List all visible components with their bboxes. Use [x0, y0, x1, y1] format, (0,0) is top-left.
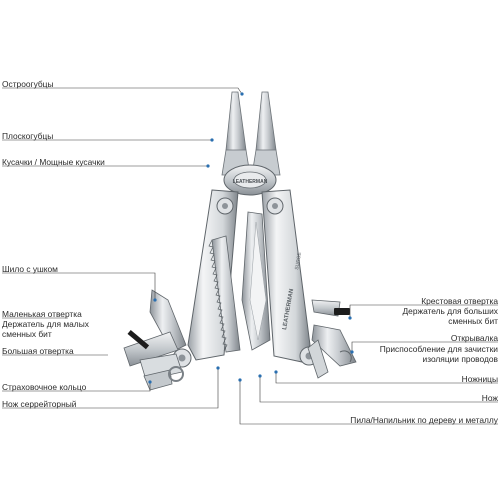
saw-blade — [208, 235, 241, 353]
label-lanyard-ring: Страховочное кольцо — [2, 382, 87, 392]
label-phillips-screwdriver: Крестовая отвертка — [421, 296, 498, 306]
label-regular-pliers: Плоскогубцы — [2, 131, 54, 141]
label-scissors: Ножницы — [461, 374, 498, 384]
right-tools — [307, 299, 357, 379]
pivot-hub: LEATHERMAN — [223, 164, 277, 196]
label-small-bit-holder-line1: Держатель для малых — [2, 319, 89, 329]
label-needlenose-pliers: Остроогубцы — [2, 79, 54, 89]
label-bottle-opener: Открывалка — [450, 333, 498, 343]
label-large-bit-holder-line2: сменных бит — [448, 316, 498, 326]
pointer-markers — [148, 92, 354, 384]
left-tools — [123, 289, 187, 391]
label-awl: Шило с ушком — [2, 264, 58, 274]
hub-engraving: LEATHERMAN — [233, 179, 268, 185]
right-handle: LEATHERMAN SURGE — [261, 189, 319, 366]
leader-lines-right — [239, 304, 498, 425]
label-wire-stripper-line2: изоляции проводов — [422, 354, 498, 364]
knife-blade — [241, 211, 271, 351]
leader-lines-left — [2, 87, 243, 409]
label-small-screwdriver: Маленькая отвертка — [2, 309, 82, 319]
lanyard-ring — [168, 366, 184, 382]
label-large-screwdriver: Большая отвертка — [2, 346, 74, 356]
label-saw-file: Пила/Напильник по дереву и металлу — [350, 415, 498, 425]
handle-model-engraving: SURGE — [294, 251, 303, 270]
label-wire-cutters: Кусачки / Мощные кусачки — [2, 157, 105, 167]
label-large-bit-holder-line1: Держатель для больших — [402, 306, 498, 316]
label-serrated-knife: Нож серрейторный — [2, 399, 77, 409]
label-wire-stripper-line1: Приспособление для зачистки — [379, 344, 498, 354]
label-small-bit-holder-line2: сменных бит — [2, 329, 52, 339]
label-knife: Нож — [481, 393, 498, 403]
pliers-jaws — [221, 91, 281, 176]
